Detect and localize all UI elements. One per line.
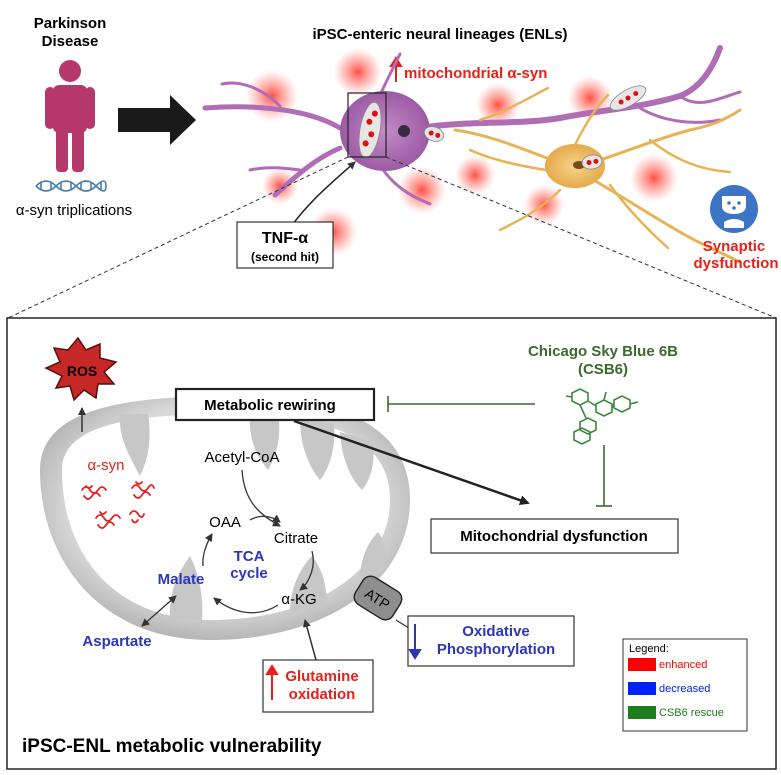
legend-swatch <box>628 658 656 671</box>
rewiring-to-dysfunction-arrow <box>293 419 530 506</box>
mito-dysfunction-box <box>430 518 679 554</box>
neuron-mitochondria <box>358 85 647 170</box>
asyn-label: α-syn <box>87 457 124 474</box>
csb6-inhibition-rewiring <box>387 396 535 412</box>
legend-title: Legend: <box>629 643 669 655</box>
zoom-box <box>347 92 387 158</box>
citrate-label: Citrate <box>274 530 318 547</box>
csb6-label-line1: Chicago Sky Blue 6B <box>528 343 678 360</box>
csb6-label-line2: (CSB6) <box>578 361 628 378</box>
oxphos-label-line1: Oxidative <box>462 623 530 640</box>
legend-swatch <box>628 706 656 719</box>
glutamine-box <box>262 659 374 713</box>
model-title: iPSC-enteric neural lineages (ENLs) <box>312 26 567 43</box>
enteric-neuron-yellow <box>453 86 742 264</box>
tca-label-line1: TCA <box>234 548 265 565</box>
metabolism-panel <box>6 317 777 770</box>
zoom-line-right <box>385 156 777 319</box>
person-icon <box>45 60 95 172</box>
tnf-sublabel: (second hit) <box>251 250 319 264</box>
akg-label: α-KG <box>281 591 316 608</box>
synaptic-label-line1: Synaptic <box>703 238 766 255</box>
ros-label: ROS <box>67 363 97 379</box>
panel-title: iPSC-ENL metabolic vulnerability <box>22 736 322 757</box>
mito-asyn-label: mitochondrial α-syn <box>404 65 547 82</box>
csb6-inhibition-dysfunction <box>596 445 612 507</box>
legend-label: decreased <box>659 683 710 695</box>
up-arrow-icon <box>265 664 279 700</box>
asyn-aggregate-icon <box>81 481 155 529</box>
legend-label: CSB6 rescue <box>659 707 724 719</box>
glutamine-arrow <box>302 619 317 661</box>
tca-cycle-arrows <box>202 469 314 614</box>
metabolic-rewiring-box <box>174 387 376 422</box>
ros-burst-icon <box>44 336 118 402</box>
aspartate-label: Aspartate <box>82 633 151 650</box>
malate-aspartate-arrow <box>141 595 177 627</box>
metabolic-rewiring-label: Metabolic rewiring <box>204 397 336 414</box>
mitochondrion <box>40 396 410 640</box>
glutamine-label-line2: oxidation <box>289 686 356 703</box>
down-arrow-icon <box>408 624 422 660</box>
legend-label: enhanced <box>659 659 707 671</box>
oaa-label: OAA <box>209 514 241 531</box>
oxphos-label-line2: Phosphorylation <box>437 641 555 658</box>
atp-icon: ATP <box>353 575 403 621</box>
oxphos-box <box>407 615 575 667</box>
neuron-nucleus <box>398 125 410 137</box>
tca-label-line2: cycle <box>230 565 268 582</box>
progression-arrow <box>118 95 196 145</box>
disease-label-line2: Disease <box>42 33 99 50</box>
enteric-neuron-purple <box>202 45 742 206</box>
tnf-label: TNF-α <box>262 230 308 247</box>
disease-label-line1: Parkinson <box>34 15 107 32</box>
acetyl-coa-label: Acetyl-CoA <box>204 449 279 466</box>
legend-swatch <box>628 682 656 695</box>
glutamine-label-line1: Glutamine <box>285 668 358 685</box>
dna-icon <box>35 180 107 192</box>
synaptic-label-line2: dysfunction <box>694 255 779 272</box>
genetics-label: α-syn triplications <box>16 202 132 219</box>
neuron-soma-purple <box>340 91 430 171</box>
tnf-box <box>236 221 334 269</box>
malate-label: Malate <box>158 571 205 588</box>
mito-dysfunction-label: Mitochondrial dysfunction <box>460 528 648 545</box>
tnf-arrow <box>289 161 356 229</box>
synapse-icon <box>710 185 758 233</box>
csb6-molecule-icon <box>565 388 639 445</box>
